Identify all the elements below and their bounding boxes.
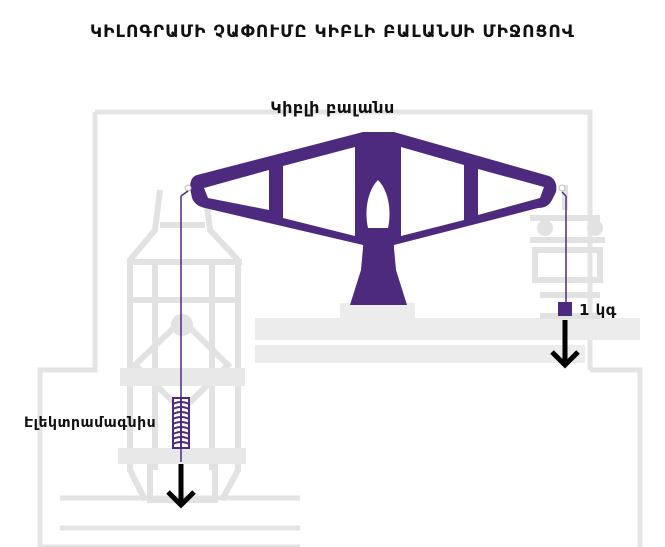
beam-window-3: [401, 147, 464, 236]
center-block: [340, 303, 415, 323]
diagram-title: ԿԻԼՈԳՐԱՄԻ ՉԱՓՈՒՄԸ ԿԻԲԼԻ ԲԱԼԱՆՍԻ ՄԻՋՈՑՈՎ: [90, 22, 575, 42]
electromagnet-label: Էլեկտրամագնիս: [24, 415, 157, 431]
beam-window-2: [283, 147, 355, 236]
kibble-balance-label: Կիբլի բալանս: [270, 98, 395, 117]
beam-window-1: [204, 170, 269, 210]
right-suspension-wire: [561, 191, 567, 302]
balance-beam: [184, 132, 566, 305]
left-suspension-structure: [118, 189, 246, 503]
pivot-knife-edge: [366, 180, 390, 228]
right-suspension-structure: [530, 185, 605, 319]
beam-window-4: [478, 169, 544, 215]
background-apparatus: [37, 109, 643, 547]
base-platform: [255, 318, 640, 340]
right-pivot: [558, 184, 566, 192]
enclosure-outline: [37, 109, 643, 547]
left-force-arrow: [166, 464, 196, 509]
left-pivot: [184, 184, 192, 192]
right-force-arrow: [550, 320, 580, 369]
mass-block: [558, 302, 572, 316]
electromagnet-coil: [172, 397, 190, 449]
base-platform-lower: [255, 345, 585, 363]
mass-label: 1 կգ: [579, 301, 617, 319]
left-suspension-wire: [180, 190, 189, 462]
